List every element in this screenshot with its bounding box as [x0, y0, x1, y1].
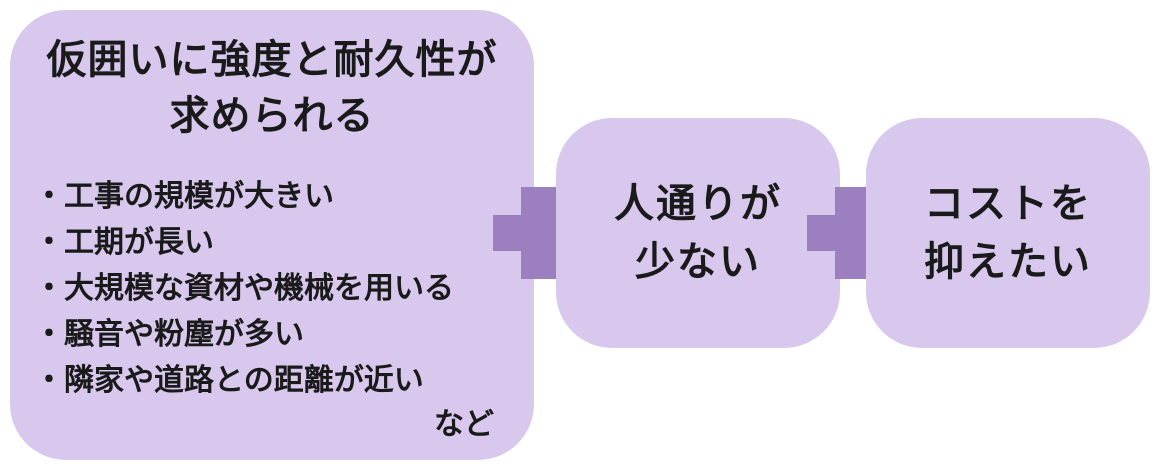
bullet-text: 騒音や粉塵が多い	[64, 317, 304, 352]
bullet-marker: ・	[34, 317, 64, 352]
plus-icon-1-vertical	[521, 187, 557, 279]
bullet-marker: ・	[34, 271, 64, 306]
main-title-line-1: 仮囲いに強度と耐久性が	[46, 37, 498, 83]
bullet-marker: ・	[34, 179, 64, 214]
main-title-line-2: 求められる	[169, 93, 375, 139]
condition-box-main: 仮囲いに強度と耐久性が 求められる ・工事の規模が大きい ・工期が長い ・大規模…	[10, 10, 534, 460]
bullet-item: ・騒音や粉塵が多い	[34, 312, 454, 358]
bullet-text: 工期が長い	[64, 225, 214, 260]
bullet-item: ・工事の規模が大きい	[34, 174, 454, 220]
condition-bullet-list: ・工事の規模が大きい ・工期が長い ・大規模な資材や機械を用いる ・騒音や粉塵が…	[34, 174, 454, 404]
footnote-etc: など	[434, 407, 494, 442]
low-traffic-text: 人通りが 少ない	[614, 175, 782, 291]
main-condition-title: 仮囲いに強度と耐久性が 求められる	[10, 32, 534, 144]
condition-box-low-traffic: 人通りが 少ない	[556, 118, 840, 348]
bullet-item: ・工期が長い	[34, 220, 454, 266]
bullet-text: 隣家や道路との距離が近い	[64, 363, 424, 398]
low-cost-text: コストを 抑えたい	[924, 175, 1092, 291]
plus-icon-2-vertical	[835, 187, 871, 279]
low-cost-line-1: コストを	[924, 181, 1092, 227]
low-traffic-line-2: 少ない	[635, 239, 761, 285]
bullet-text: 工事の規模が大きい	[64, 179, 334, 214]
low-traffic-line-1: 人通りが	[614, 181, 782, 227]
bullet-marker: ・	[34, 363, 64, 398]
bullet-item: ・大規模な資材や機械を用いる	[34, 266, 454, 312]
low-cost-line-2: 抑えたい	[924, 239, 1092, 285]
bullet-text: 大規模な資材や機械を用いる	[64, 271, 454, 306]
bullet-marker: ・	[34, 225, 64, 260]
bullet-item: ・隣家や道路との距離が近い	[34, 358, 454, 404]
condition-box-low-cost: コストを 抑えたい	[866, 118, 1150, 348]
